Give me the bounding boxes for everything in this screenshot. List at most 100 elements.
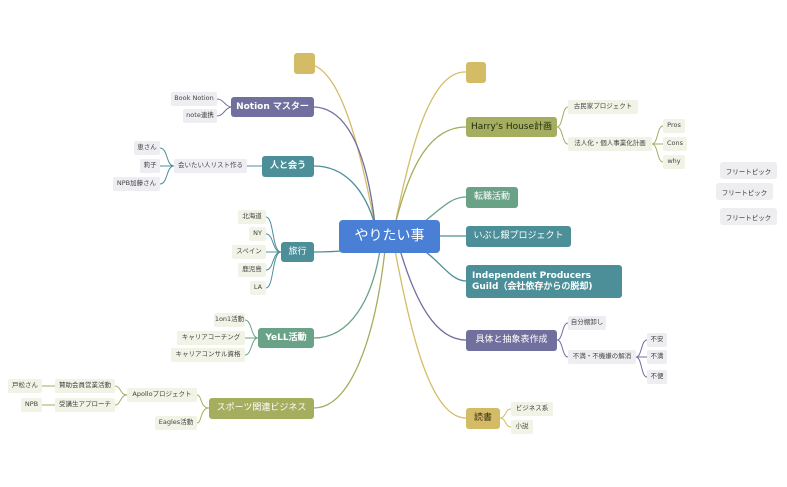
- leaf-label: キャリアコンサル資格: [175, 350, 241, 359]
- leaf-la[interactable]: LA: [250, 281, 266, 295]
- leaf-fuan[interactable]: 不安: [647, 333, 667, 347]
- leaf-ny[interactable]: NY: [249, 227, 266, 241]
- connector: [556, 126, 569, 145]
- connector: [244, 319, 259, 339]
- leaf-label: Apolloプロジェクト: [132, 390, 192, 399]
- leaf-hokkaido[interactable]: 北海道: [238, 210, 266, 224]
- leaf-meet-list[interactable]: 会いたい人リスト作る: [174, 159, 247, 173]
- connector: [635, 339, 648, 358]
- connector: [394, 126, 467, 226]
- leaf-label: 鹿児島: [242, 265, 262, 274]
- leaf-business[interactable]: ビジネス系: [511, 402, 553, 416]
- connector: [265, 251, 282, 289]
- floating-topic-label: フリートピック: [721, 188, 768, 197]
- leaf-label: note連携: [186, 111, 214, 120]
- topic-harry[interactable]: Harry's House計画: [466, 117, 557, 137]
- leaf-eagles[interactable]: Eagles活動: [155, 416, 197, 430]
- leaf-fuben[interactable]: 不便: [647, 370, 667, 384]
- leaf-label: why: [667, 157, 681, 166]
- leaf-label: 不安: [650, 335, 664, 344]
- leaf-cons[interactable]: Cons: [663, 137, 687, 151]
- leaf-label: 北海道: [242, 212, 262, 221]
- leaf-label: 1on1活動: [214, 315, 245, 324]
- topic-harry-label: Harry's House計画: [470, 121, 553, 132]
- connector: [499, 408, 512, 419]
- leaf-label: NPB: [24, 400, 39, 409]
- connector: [244, 337, 259, 356]
- leaf-label: 古民家プロジェクト: [573, 102, 633, 111]
- leaf-megumi[interactable]: 恵さん: [134, 141, 160, 155]
- connector: [651, 125, 664, 145]
- root-topic-label: やりたい事: [354, 228, 425, 245]
- root-topic[interactable]: やりたい事: [339, 220, 440, 253]
- topic-notion[interactable]: Notion マスター: [231, 97, 314, 117]
- empty-topic-right[interactable]: [466, 62, 486, 83]
- connector: [556, 322, 569, 341]
- leaf-label: 戸松さん: [12, 381, 38, 390]
- floating-topic-3[interactable]: フリートピック: [720, 208, 777, 225]
- topic-tenshoku[interactable]: 転職活動: [466, 187, 518, 208]
- topic-sports[interactable]: スポーツ関連ビジネス: [209, 398, 314, 419]
- leaf-1on1[interactable]: 1on1活動: [214, 313, 245, 327]
- connector: [159, 165, 175, 185]
- leaf-pros[interactable]: Pros: [663, 119, 685, 133]
- connector: [196, 407, 210, 424]
- topic-tenshoku-label: 転職活動: [473, 192, 510, 203]
- leaf-label: 恵さん: [137, 143, 157, 152]
- connector: [394, 249, 467, 419]
- connector: [394, 71, 467, 226]
- leaf-label: 小説: [515, 422, 529, 431]
- topic-ibushi[interactable]: いぶし銀プロジェクト: [466, 226, 571, 247]
- connector: [114, 394, 128, 406]
- connector: [216, 98, 233, 108]
- floating-topic-1[interactable]: フリートピック: [720, 162, 777, 179]
- leaf-jibun[interactable]: 自分棚卸し: [568, 316, 606, 330]
- leaf-fuman2[interactable]: 不満: [647, 350, 667, 364]
- leaf-label: LA: [253, 283, 263, 292]
- connector: [313, 106, 376, 226]
- topic-dokusho[interactable]: 読書: [466, 408, 500, 429]
- leaf-npb[interactable]: NPB: [21, 398, 42, 412]
- floating-topic-2[interactable]: フリートピック: [716, 183, 773, 200]
- leaf-label: 莉子: [143, 161, 157, 170]
- leaf-why[interactable]: why: [663, 155, 685, 169]
- topic-sports-label: スポーツ関連ビジネス: [216, 403, 307, 414]
- leaf-career-coaching[interactable]: キャリアコーチング: [177, 331, 245, 345]
- connector: [196, 394, 210, 409]
- leaf-apollo[interactable]: Apolloプロジェクト: [127, 388, 197, 402]
- connector: [313, 165, 376, 226]
- leaf-fuman[interactable]: 不満・不機嫌の解消: [568, 350, 636, 364]
- leaf-career-consul[interactable]: キャリアコンサル資格: [171, 348, 245, 362]
- leaf-spain[interactable]: スペイン: [232, 245, 266, 259]
- leaf-book-notion[interactable]: Book Notion: [171, 92, 217, 106]
- leaf-sanjo[interactable]: 賛助会員営業活動: [55, 379, 115, 393]
- topic-travel[interactable]: 旅行: [281, 242, 314, 262]
- topic-gutai-label: 具体と抽象表作成: [475, 335, 548, 346]
- leaf-kominka[interactable]: 古民家プロジェクト: [568, 100, 638, 114]
- leaf-hojin[interactable]: 法人化・個人事業化計画: [568, 137, 652, 151]
- leaf-tomatsu[interactable]: 戸松さん: [8, 379, 42, 393]
- leaf-shosetsu[interactable]: 小説: [511, 420, 533, 434]
- connector: [114, 385, 128, 396]
- floating-topic-label: フリートピック: [725, 213, 772, 222]
- connector: [556, 106, 569, 128]
- topic-ibushi-label: いぶし銀プロジェクト: [473, 231, 564, 242]
- leaf-label: Cons: [666, 139, 684, 148]
- connector: [499, 417, 512, 428]
- leaf-kagoshima[interactable]: 鹿児島: [238, 263, 266, 277]
- leaf-label: 会いたい人リスト作る: [178, 161, 243, 170]
- topic-yell[interactable]: YeLL活動: [258, 328, 314, 348]
- leaf-label: 不満: [650, 352, 664, 361]
- leaf-jukousei[interactable]: 受講生アプローチ: [55, 398, 115, 412]
- leaf-label: Pros: [667, 121, 681, 130]
- leaf-riko[interactable]: 莉子: [140, 159, 160, 173]
- topic-meet[interactable]: 人と会う: [262, 156, 314, 177]
- leaf-label: 受講生アプローチ: [59, 400, 111, 409]
- empty-topic-left[interactable]: [294, 53, 315, 74]
- leaf-note-renkei[interactable]: note連携: [183, 109, 217, 123]
- leaf-npb-kato[interactable]: NPB加藤さん: [113, 177, 160, 191]
- topic-gutai[interactable]: 具体と抽象表作成: [466, 330, 557, 351]
- leaf-label: NY: [253, 229, 262, 238]
- connector: [399, 249, 467, 341]
- topic-ipg[interactable]: Independent Producers Guild（会社依存からの脱却): [466, 265, 622, 298]
